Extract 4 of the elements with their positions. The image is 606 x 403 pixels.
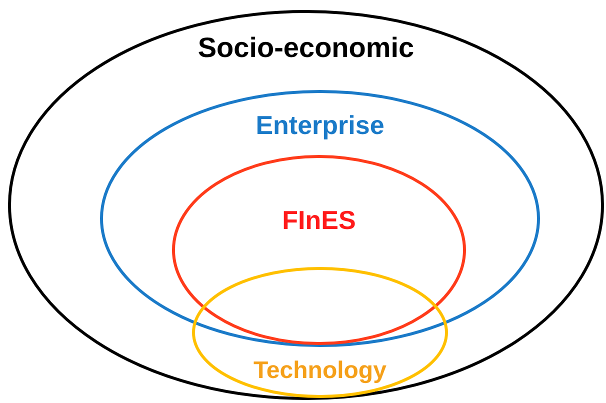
set-label: FInES	[282, 205, 356, 235]
set-label: Technology	[254, 357, 386, 384]
set-label: Socio-economic	[198, 32, 414, 63]
set-label: Enterprise	[256, 110, 384, 140]
